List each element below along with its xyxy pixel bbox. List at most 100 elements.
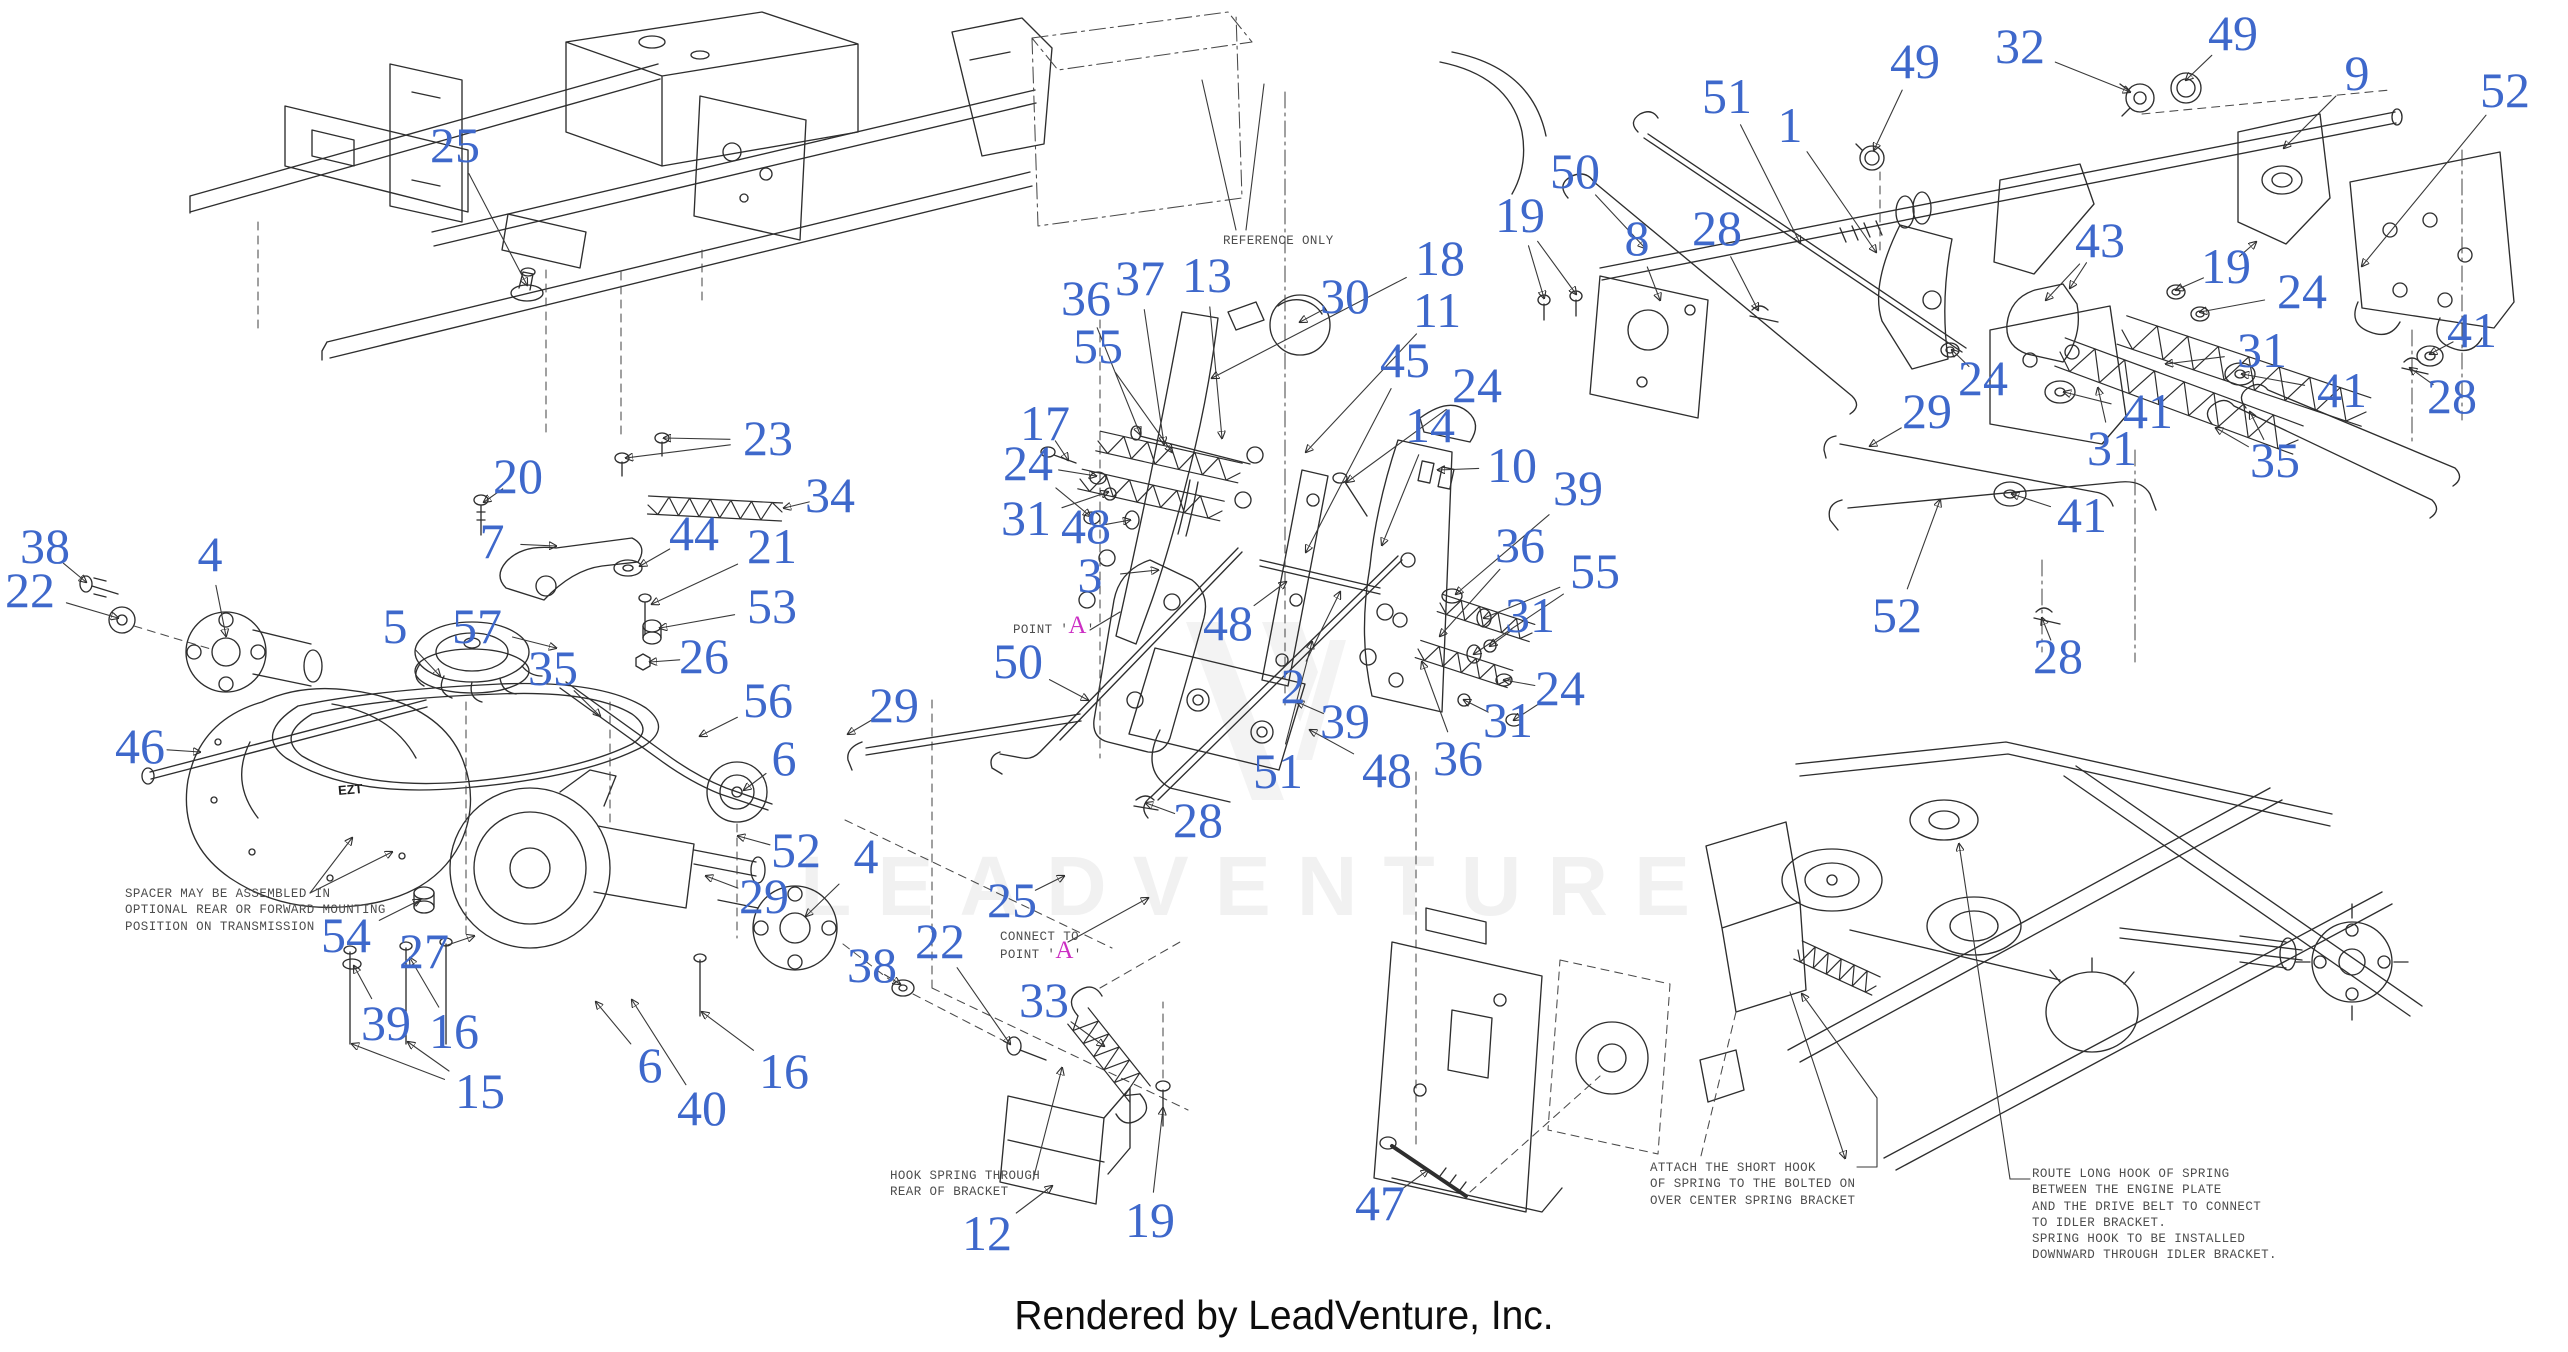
callout-52[interactable]: 52 [771, 822, 821, 878]
callout-10[interactable]: 10 [1487, 437, 1537, 493]
callout-19[interactable]: 19 [1495, 187, 1545, 243]
callout-30[interactable]: 30 [1320, 268, 1370, 324]
callout-1[interactable]: 1 [1777, 97, 1803, 153]
callout-19[interactable]: 19 [2201, 238, 2251, 294]
callout-leader-lines [62, 54, 2487, 1214]
callout-22[interactable]: 22 [915, 913, 965, 969]
callout-31[interactable]: 31 [1505, 587, 1555, 643]
callout-25[interactable]: 25 [430, 117, 480, 173]
callout-11[interactable]: 11 [1412, 282, 1462, 338]
callout-4[interactable]: 4 [853, 828, 879, 884]
callout-38[interactable]: 38 [20, 518, 70, 574]
callout-36[interactable]: 36 [1495, 517, 1545, 573]
callout-46[interactable]: 46 [115, 718, 165, 774]
callout-50[interactable]: 50 [993, 633, 1043, 689]
callout-41[interactable]: 41 [2057, 487, 2107, 543]
callout-55[interactable]: 55 [1570, 543, 1620, 599]
callout-52[interactable]: 52 [2480, 62, 2530, 118]
callout-40[interactable]: 40 [677, 1080, 727, 1136]
callout-17[interactable]: 17 [1020, 395, 1070, 451]
callout-45[interactable]: 45 [1380, 332, 1430, 388]
note-leaders [309, 611, 1148, 1181]
callout-28[interactable]: 28 [1173, 792, 1223, 848]
callout-23[interactable]: 23 [743, 410, 793, 466]
callout-57[interactable]: 57 [452, 598, 502, 654]
callout-41[interactable]: 41 [2447, 302, 2497, 358]
callout-36[interactable]: 36 [1061, 270, 1111, 326]
callout-31[interactable]: 31 [2237, 322, 2287, 378]
callout-18[interactable]: 18 [1415, 230, 1465, 286]
callout-13[interactable]: 13 [1182, 247, 1232, 303]
callout-53[interactable]: 53 [747, 578, 797, 634]
callout-5[interactable]: 5 [382, 598, 408, 654]
callout-24[interactable]: 24 [1003, 435, 1053, 491]
callout-43[interactable]: 43 [2075, 212, 2125, 268]
callout-24[interactable]: 24 [1452, 357, 1502, 413]
callout-44[interactable]: 44 [669, 505, 719, 561]
callout-19[interactable]: 19 [1125, 1192, 1175, 1248]
callout-34[interactable]: 34 [805, 467, 855, 523]
callout-49[interactable]: 49 [1890, 33, 1940, 89]
callout-29[interactable]: 29 [869, 677, 919, 733]
callout-32[interactable]: 32 [1995, 18, 2045, 74]
extension-springs-art [646, 315, 2372, 1103]
callout-47[interactable]: 47 [1355, 1175, 1405, 1231]
callout-25[interactable]: 25 [987, 872, 1037, 928]
callout-3[interactable]: 3 [1077, 547, 1103, 603]
callout-28[interactable]: 28 [2427, 368, 2477, 424]
callout-6[interactable]: 6 [771, 730, 797, 786]
callout-48[interactable]: 48 [1203, 595, 1253, 651]
callout-33[interactable]: 33 [1019, 972, 1069, 1028]
callout-38[interactable]: 38 [847, 937, 897, 993]
callout-48[interactable]: 48 [1362, 742, 1412, 798]
callout-24[interactable]: 24 [1958, 350, 2008, 406]
callout-54[interactable]: 54 [321, 907, 371, 963]
callout-31[interactable]: 31 [2087, 420, 2137, 476]
callout-55[interactable]: 55 [1073, 318, 1123, 374]
callout-6[interactable]: 6 [637, 1037, 663, 1093]
callout-24[interactable]: 24 [1535, 660, 1585, 716]
callout-41[interactable]: 41 [2123, 383, 2173, 439]
callout-52[interactable]: 52 [1872, 587, 1922, 643]
callout-14[interactable]: 14 [1405, 397, 1455, 453]
callout-4[interactable]: 4 [197, 526, 223, 582]
callout-24[interactable]: 24 [2277, 263, 2327, 319]
callout-51[interactable]: 51 [1702, 68, 1752, 124]
callout-8[interactable]: 8 [1624, 210, 1650, 266]
callout-15[interactable]: 15 [455, 1063, 505, 1119]
callout-31[interactable]: 31 [1483, 692, 1533, 748]
callout-16[interactable]: 16 [759, 1043, 809, 1099]
callout-22[interactable]: 22 [5, 562, 55, 618]
callout-37[interactable]: 37 [1115, 250, 1165, 306]
callout-31[interactable]: 31 [1001, 490, 1051, 546]
callout-9[interactable]: 9 [2344, 45, 2370, 101]
callout-39[interactable]: 39 [1320, 693, 1370, 749]
callout-7[interactable]: 7 [479, 513, 505, 569]
callout-28[interactable]: 28 [2033, 628, 2083, 684]
callout-26[interactable]: 26 [679, 628, 729, 684]
callout-41[interactable]: 41 [2317, 362, 2367, 418]
callout-29[interactable]: 29 [1902, 383, 1952, 439]
callout-39[interactable]: 39 [1553, 460, 1603, 516]
callout-39[interactable]: 39 [361, 995, 411, 1051]
callout-51[interactable]: 51 [1253, 743, 1303, 799]
callout-48[interactable]: 48 [1061, 498, 1111, 554]
frame-assembly-art [189, 11, 1547, 439]
callout-20[interactable]: 20 [493, 448, 543, 504]
callout-56[interactable]: 56 [743, 672, 793, 728]
callout-29[interactable]: 29 [739, 868, 789, 924]
callout-49[interactable]: 49 [2208, 5, 2258, 61]
callout-35[interactable]: 35 [528, 640, 578, 696]
callout-2[interactable]: 2 [1280, 658, 1306, 714]
callout-35[interactable]: 35 [2250, 432, 2300, 488]
callout-16[interactable]: 16 [429, 1003, 479, 1059]
callout-50[interactable]: 50 [1550, 143, 1600, 199]
callout-27[interactable]: 27 [399, 923, 449, 979]
callout-12[interactable]: 12 [962, 1205, 1012, 1261]
callout-21[interactable]: 21 [747, 518, 797, 574]
callout-28[interactable]: 28 [1692, 200, 1742, 256]
callout-36[interactable]: 36 [1433, 730, 1483, 786]
